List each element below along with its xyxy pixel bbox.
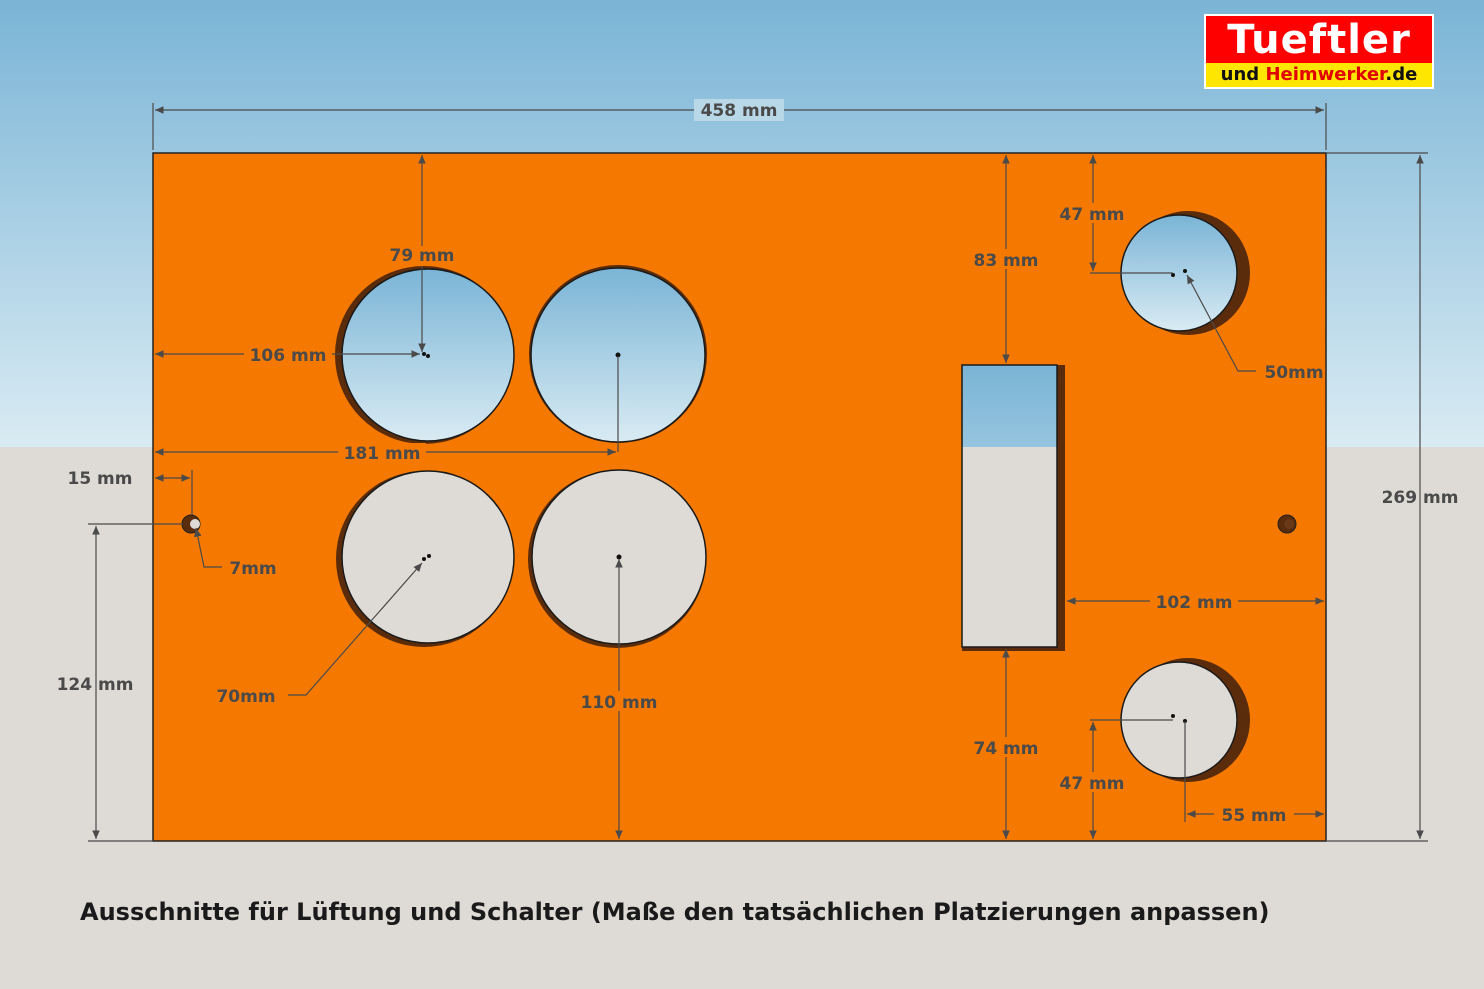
screw-hole-left	[181, 514, 201, 534]
leader-small-diameter	[1186, 274, 1256, 372]
label-screw-offset-y: 124 mm	[57, 675, 134, 695]
logo-subtitle: und Heimwerker.de	[1206, 63, 1432, 87]
logo-subtitle-brand: Heimwerker	[1265, 64, 1386, 85]
diagram-caption: Ausschnitte für Lüftung und Schalter (Ma…	[80, 898, 1270, 926]
label-fan-spacing: 181 mm	[344, 444, 421, 464]
label-small-hole-right: 55 mm	[1221, 806, 1286, 826]
label-fan-bottom: 110 mm	[581, 693, 658, 713]
switch-cutout	[961, 364, 1065, 651]
logo-subtitle-post: .de	[1385, 64, 1418, 85]
leader-screw-diameter	[193, 527, 222, 568]
label-height-total: 269 mm	[1382, 488, 1459, 508]
label-screw-diameter: 7mm	[229, 559, 276, 579]
center-markers	[422, 269, 1187, 723]
label-switch-right: 102 mm	[1156, 593, 1233, 613]
label-fan-left: 106 mm	[250, 346, 327, 366]
small-hole-top	[1120, 211, 1250, 335]
label-small-hole-top: 47 mm	[1059, 205, 1124, 225]
screw-hole-right	[1277, 514, 1297, 534]
label-screw-offset-x: 15 mm	[67, 469, 132, 489]
label-width-total: 458 mm	[701, 101, 778, 121]
label-switch-top: 83 mm	[973, 251, 1038, 271]
brand-logo: Tueftler und Heimwerker.de	[1204, 14, 1434, 89]
logo-title: Tueftler	[1227, 17, 1411, 63]
leader-fan-diameter	[288, 562, 423, 696]
label-small-hole-bottom: 47 mm	[1059, 774, 1124, 794]
logo-subtitle-pre: und	[1220, 64, 1266, 85]
label-switch-bottom: 74 mm	[973, 739, 1038, 759]
label-small-hole-diameter: 50mm	[1264, 363, 1323, 383]
label-fan-diameter: 70mm	[216, 687, 275, 707]
small-hole-bottom	[1120, 658, 1250, 782]
fan-hole-bottom-right	[528, 469, 707, 648]
label-fan-top: 79 mm	[389, 246, 454, 266]
